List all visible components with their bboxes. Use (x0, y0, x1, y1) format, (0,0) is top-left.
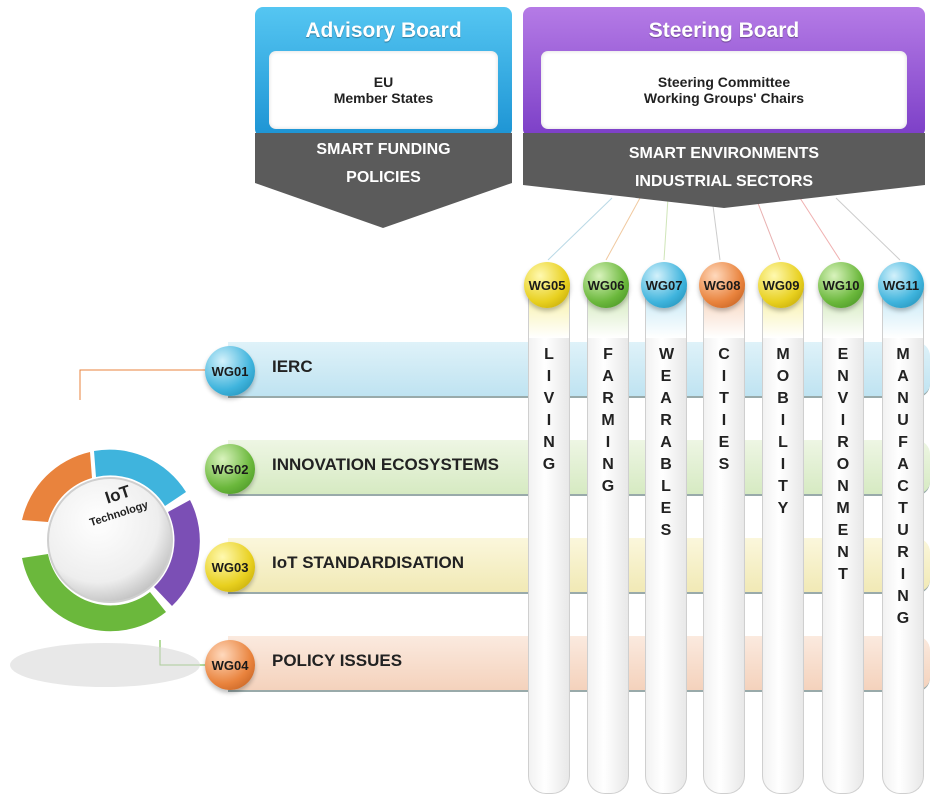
wg08-sphere: WG08 (699, 262, 745, 308)
steering-board: Steering Board Steering Committee Workin… (523, 7, 925, 137)
wg08-label: CITIES (718, 346, 730, 473)
wg04-label: POLICY ISSUES (272, 651, 403, 670)
wg05-label: LIVING (542, 346, 556, 473)
vcol-wg09: MOBILITY (762, 288, 804, 794)
wg10-label: ENVIRONMENT (836, 346, 850, 583)
iot-technology-ring (10, 449, 200, 687)
wg09-label: MOBILITY (776, 346, 790, 517)
advisory-band-text: SMART FUNDING POLICIES (255, 136, 512, 192)
wg04-sphere: WG04 (205, 640, 255, 690)
hbar-wg03 (228, 538, 930, 594)
vcol-wg06: FARMING (587, 288, 629, 794)
steering-band-line2: INDUSTRIAL SECTORS (634, 173, 814, 190)
advisory-member-line1: EU (373, 74, 394, 90)
wg02-sphere: WG02 (205, 444, 255, 494)
wg03-label: IoT STANDARDISATION (272, 553, 465, 572)
vcol-wg07: WEARABLES (645, 288, 687, 794)
vcol-wg05: LIVING (528, 288, 570, 794)
wg11-label: MANUFACTURING (896, 346, 910, 627)
vcol-wg11: MANUFACTURING (882, 288, 924, 794)
advisory-board-members: EU Member States (269, 51, 498, 129)
steering-board-title: Steering Board (648, 19, 800, 42)
wg11-sphere: WG11 (878, 262, 924, 308)
steering-band-shape (523, 133, 925, 208)
hbar-wg01 (228, 342, 930, 398)
steering-board-members: Steering Committee Working Groups' Chair… (541, 51, 907, 129)
wg07-sphere: WG07 (641, 262, 687, 308)
hbar-wg04 (228, 636, 930, 692)
wg10-sphere: WG10 (818, 262, 864, 308)
advisory-band-line1: SMART FUNDING (316, 141, 451, 158)
steering-member-line2: Working Groups' Chairs (643, 90, 805, 106)
vcol-wg08: CITIES (703, 288, 745, 794)
wg07-label: WEARABLES (659, 346, 675, 539)
wg06-label: FARMING (601, 346, 615, 495)
advisory-board-title: Advisory Board (305, 19, 462, 42)
wg06-sphere: WG06 (583, 262, 629, 308)
vcol-wg10: ENVIRONMENT (822, 288, 864, 794)
wg09-sphere: WG09 (758, 262, 804, 308)
advisory-board: Advisory Board EU Member States (255, 7, 512, 137)
steering-member-line1: Steering Committee (657, 74, 791, 90)
wg02-label: INNOVATION ECOSYSTEMS (272, 455, 500, 474)
wg01-sphere: WG01 (205, 346, 255, 396)
advisory-band-shape (255, 133, 512, 228)
wg03-sphere: WG03 (205, 542, 255, 592)
wg01-label: IERC (272, 357, 313, 376)
hbar-wg02 (228, 440, 930, 496)
advisory-band-line2: POLICIES (346, 169, 421, 186)
wg05-sphere: WG05 (524, 262, 570, 308)
steering-band-line1: SMART ENVIRONMENTS (628, 145, 820, 162)
steering-band-text: SMART ENVIRONMENTS INDUSTRIAL SECTORS (523, 140, 925, 196)
advisory-member-line2: Member States (333, 90, 434, 106)
